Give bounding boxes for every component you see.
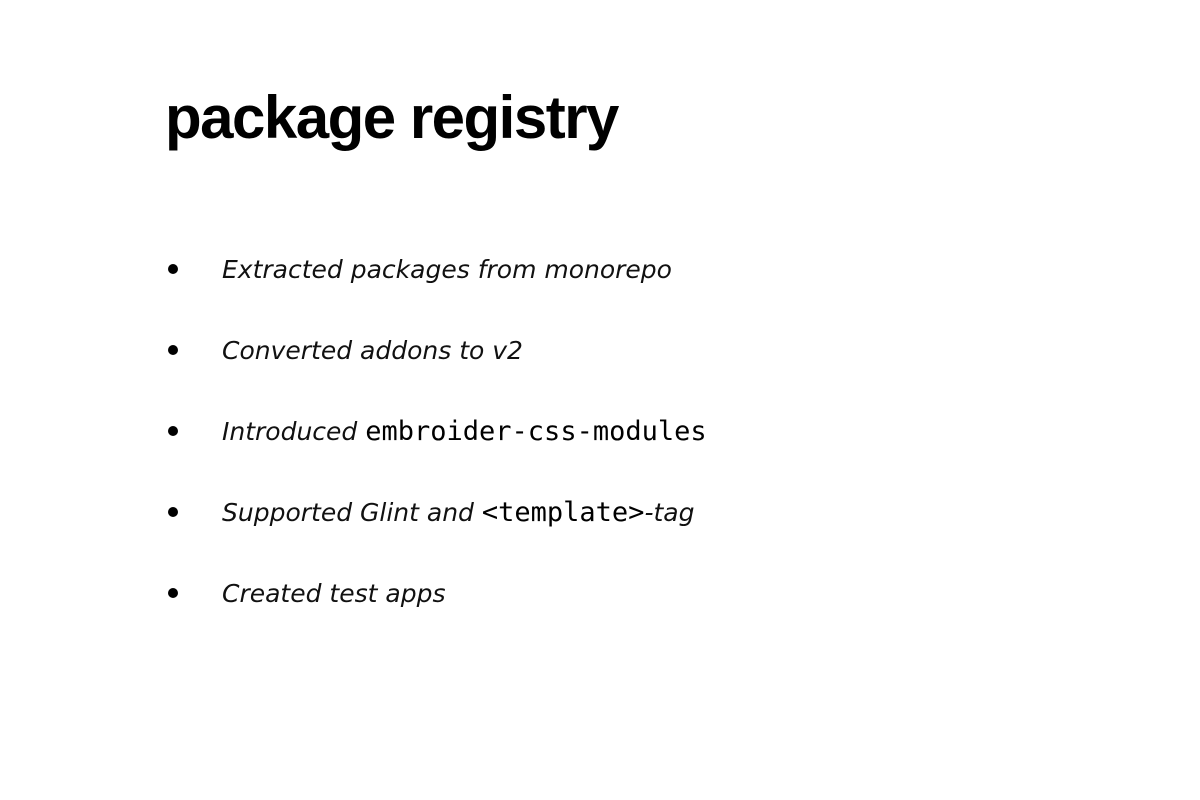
bullet-item: Supported Glint and <template>-tag <box>165 497 1065 578</box>
bullet-item: Extracted packages from monorepo <box>165 254 1065 335</box>
bullet-text: Extracted packages from monorepo <box>222 254 672 286</box>
bullet-text-suffix: -tag <box>644 498 695 527</box>
bullet-list: Extracted packages from monorepo Convert… <box>165 254 1065 659</box>
bullet-text: Converted addons to v2 <box>222 335 523 367</box>
slide-title: package registry <box>165 84 619 151</box>
bullet-point-icon <box>168 264 178 274</box>
bullet-text-plain: Created test apps <box>222 579 446 608</box>
bullet-text-plain: Extracted packages from monorepo <box>222 255 672 284</box>
bullet-text-prefix: Supported Glint and <box>222 498 482 527</box>
bullet-point-icon <box>168 588 178 598</box>
bullet-text: Introduced embroider-css-modules <box>222 416 707 448</box>
bullet-text: Created test apps <box>222 578 445 610</box>
bullet-point-icon <box>168 345 178 355</box>
bullet-point-icon <box>168 426 178 436</box>
bullet-point-icon <box>168 507 178 517</box>
bullet-text: Supported Glint and <template>-tag <box>222 497 694 529</box>
inline-code: <template> <box>481 497 645 528</box>
bullet-item: Created test apps <box>165 578 1065 659</box>
bullet-text-prefix: Introduced <box>222 417 366 446</box>
bullet-item: Introduced embroider-css-modules <box>165 416 1065 497</box>
bullet-text-plain: Converted addons to v2 <box>222 336 523 365</box>
bullet-item: Converted addons to v2 <box>165 335 1065 416</box>
inline-code: embroider-css-modules <box>365 416 707 447</box>
